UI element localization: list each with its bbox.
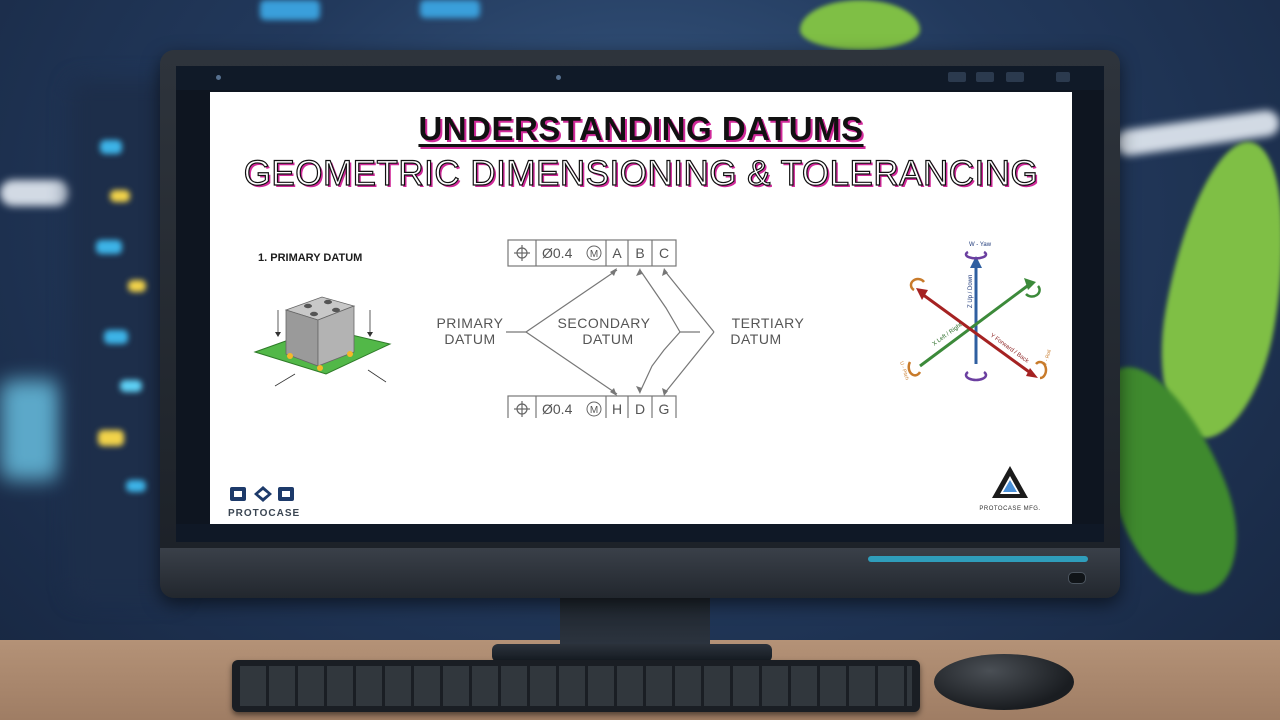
contact-point: [347, 351, 353, 357]
datum-ref-d: D: [635, 401, 645, 417]
roll-rotation-icon: [964, 370, 988, 382]
plant-leaf: [800, 0, 920, 50]
hole: [304, 303, 312, 309]
window-close-button[interactable]: [1056, 72, 1070, 82]
pitch-rotation-icon: [1025, 285, 1041, 298]
feature-control-frame-bottom: Ø0.4 M H D G: [507, 395, 677, 418]
block-side: [317, 305, 355, 367]
callout-tertiary: TERTIARY: [732, 315, 805, 331]
leader-lines: [506, 269, 715, 395]
mmc-modifier-icon: M: [586, 401, 602, 417]
app-titlebar: [176, 66, 1104, 90]
yaw-label: W - Yaw: [969, 242, 992, 248]
roll-rotation-icon: [907, 361, 922, 377]
datum-ref-h: H: [612, 401, 622, 417]
arrowheads: [610, 268, 668, 396]
protocase-mfg-logo-text: PROTOCASE MFG.: [979, 506, 1041, 512]
contact-point: [317, 365, 323, 371]
slide-subtitle: GEOMETRIC DIMENSIONING & TOLERANCING: [243, 153, 1039, 193]
protocase-logo: PROTOCASE: [228, 484, 308, 519]
monitor-stand: [560, 590, 710, 650]
bokeh-light: [260, 0, 320, 20]
datum-ref-a: A: [612, 245, 622, 261]
tolerance-value: Ø0.4: [542, 245, 573, 261]
datum-ref-c: C: [659, 245, 669, 261]
callout-secondary: SECONDARY: [558, 315, 651, 331]
hole: [324, 299, 332, 305]
bokeh-light: [128, 280, 146, 292]
toolbar-button[interactable]: [948, 72, 966, 82]
bokeh-light: [126, 480, 146, 492]
callout-tertiary-datum: DATUM: [730, 331, 781, 347]
primary-datum-block-illustration: [253, 296, 392, 387]
tab-icon[interactable]: [556, 75, 561, 80]
ceiling-light: [0, 180, 70, 206]
monitor-stand-base: [492, 644, 772, 662]
bokeh-light: [120, 380, 142, 392]
protocase-mfg-logo-icon: [992, 466, 1028, 498]
callout-primary: PRIMARY: [436, 315, 503, 331]
protocase-logo-icon: [230, 486, 294, 502]
feature-control-frame-top: Ø0.4 M A B C: [507, 239, 677, 267]
bezel-accent-strip: [868, 556, 1088, 562]
force-arrow: [274, 373, 296, 387]
y-axis: [921, 292, 1033, 376]
presentation-slide: UNDERSTANDING DATUMS GEOMETRIC DIMENSION…: [210, 92, 1072, 524]
hole: [332, 307, 340, 313]
toolbar-button[interactable]: [1006, 72, 1024, 82]
bokeh-light: [110, 190, 130, 202]
primary-datum-label: 1. PRIMARY DATUM: [258, 252, 363, 264]
monitor-screen: UNDERSTANDING DATUMS GEOMETRIC DIMENSION…: [176, 66, 1104, 542]
hole: [310, 311, 318, 317]
mouse: [934, 654, 1074, 710]
u-axis-label: U - Pitch: [898, 361, 910, 381]
protocase-logo-text: PROTOCASE: [228, 508, 301, 519]
callout-primary-datum: DATUM: [444, 331, 495, 347]
datum-ref-b: B: [635, 245, 644, 261]
yaw-rotation-icon: [964, 250, 988, 260]
callout-secondary-datum: DATUM: [582, 331, 633, 347]
x-axis: [919, 282, 1031, 368]
v-axis-label: V - Roll: [1042, 349, 1053, 366]
slide-title: UNDERSTANDING DATUMS: [418, 110, 864, 147]
bokeh-light: [420, 0, 480, 18]
bokeh-light: [100, 140, 122, 154]
bokeh-light: [96, 240, 122, 254]
position-symbol-icon: [514, 401, 530, 417]
mmc-modifier-letter: M: [590, 405, 598, 416]
mmc-modifier-icon: M: [586, 245, 602, 261]
keyboard: [232, 660, 920, 712]
tab-icon[interactable]: [216, 75, 221, 80]
mmc-modifier-letter: M: [590, 249, 598, 260]
toolbar-button[interactable]: [976, 72, 994, 82]
position-symbol-icon: [514, 245, 530, 261]
pitch-rotation-icon: [909, 277, 926, 292]
tolerance-value: Ø0.4: [542, 401, 573, 417]
degrees-of-freedom-diagram: W - Yaw Z Up / Down X Left / Right Y For…: [898, 242, 1053, 382]
bokeh-light: [104, 330, 128, 344]
contact-point: [287, 353, 293, 359]
bokeh-light: [98, 430, 124, 446]
power-button[interactable]: [1068, 572, 1086, 584]
window-pane: [0, 380, 60, 480]
roll-rotation-icon: [1035, 360, 1048, 380]
status-bar: [176, 524, 1104, 542]
protocase-mfg-logo: PROTOCASE MFG.: [964, 464, 1056, 512]
datum-reference-diagram: Ø0.4 M A B C: [436, 239, 805, 418]
force-arrow: [367, 369, 387, 383]
z-axis-label: Z Up / Down: [968, 275, 974, 308]
datum-ref-g: G: [659, 401, 670, 417]
